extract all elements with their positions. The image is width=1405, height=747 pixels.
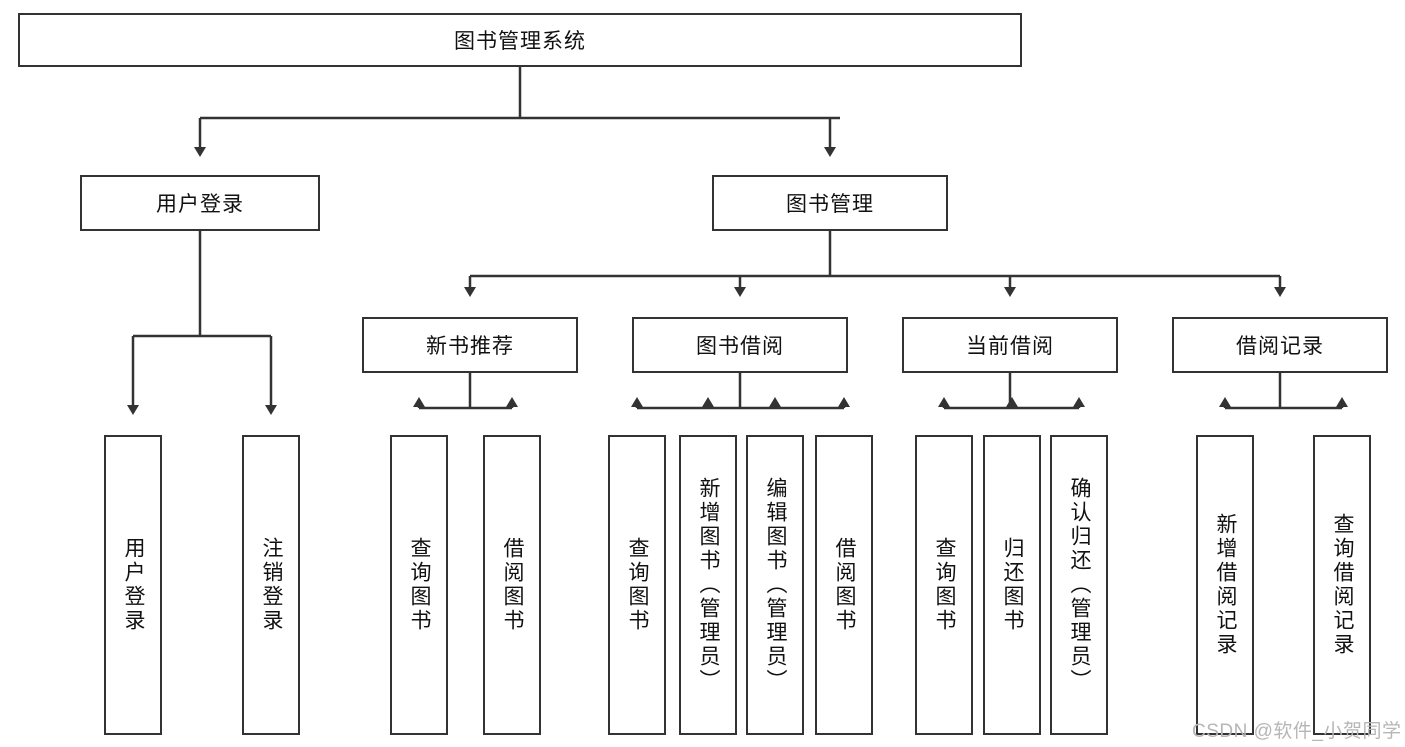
- node-book-management[interactable]: 图书管理: [712, 175, 948, 231]
- leaf-borrow-book-recommend[interactable]: 借阅图书: [483, 435, 541, 735]
- node-borrow-record-label: 借阅记录: [1236, 335, 1324, 358]
- node-current-borrow-label: 当前借阅: [966, 335, 1054, 358]
- leaf-query-borrow-record-label: 查询借阅记录: [1331, 513, 1355, 657]
- leaf-query-book-borrow-label: 查询图书: [626, 537, 650, 633]
- leaf-return-book[interactable]: 归还图书: [983, 435, 1041, 735]
- leaf-add-book-admin-label: 新增图书（管理员）: [697, 477, 721, 693]
- leaf-add-borrow-record-label: 新增借阅记录: [1214, 513, 1238, 657]
- node-user-login[interactable]: 用户登录: [80, 175, 320, 231]
- leaf-user-login[interactable]: 用户登录: [104, 435, 162, 735]
- node-book-management-label: 图书管理: [786, 193, 874, 216]
- watermark: CSDN @软件_小贺同学: [1192, 716, 1401, 743]
- leaf-borrow-book-label: 借阅图书: [833, 537, 857, 633]
- node-borrow-record[interactable]: 借阅记录: [1172, 317, 1388, 373]
- leaf-borrow-book-recommend-label: 借阅图书: [501, 537, 525, 633]
- node-book-borrow[interactable]: 图书借阅: [632, 317, 848, 373]
- leaf-user-login-label: 用户登录: [122, 537, 146, 633]
- leaf-query-book-borrow[interactable]: 查询图书: [608, 435, 666, 735]
- leaf-logout[interactable]: 注销登录: [242, 435, 300, 735]
- leaf-query-book-current-label: 查询图书: [933, 537, 957, 633]
- leaf-query-borrow-record[interactable]: 查询借阅记录: [1313, 435, 1371, 735]
- leaf-confirm-return-admin[interactable]: 确认归还（管理员）: [1050, 435, 1108, 735]
- node-root-label: 图书管理系统: [454, 30, 586, 53]
- leaf-borrow-book[interactable]: 借阅图书: [815, 435, 873, 735]
- node-book-borrow-label: 图书借阅: [696, 335, 784, 358]
- leaf-edit-book-admin[interactable]: 编辑图书（管理员）: [746, 435, 804, 735]
- leaf-query-book-recommend-label: 查询图书: [408, 537, 432, 633]
- leaf-query-book-current[interactable]: 查询图书: [915, 435, 973, 735]
- leaf-add-borrow-record[interactable]: 新增借阅记录: [1196, 435, 1254, 735]
- watermark-text: CSDN @软件_小贺同学: [1192, 721, 1402, 742]
- leaf-return-book-label: 归还图书: [1001, 537, 1025, 633]
- node-current-borrow[interactable]: 当前借阅: [902, 317, 1118, 373]
- leaf-query-book-recommend[interactable]: 查询图书: [390, 435, 448, 735]
- node-root[interactable]: 图书管理系统: [18, 13, 1022, 67]
- node-user-login-label: 用户登录: [156, 193, 244, 216]
- node-new-book-recommend[interactable]: 新书推荐: [362, 317, 578, 373]
- leaf-confirm-return-admin-label: 确认归还（管理员）: [1068, 477, 1092, 693]
- node-new-book-recommend-label: 新书推荐: [426, 335, 514, 358]
- leaf-logout-label: 注销登录: [260, 537, 284, 633]
- leaf-add-book-admin[interactable]: 新增图书（管理员）: [679, 435, 737, 735]
- leaf-edit-book-admin-label: 编辑图书（管理员）: [764, 477, 788, 693]
